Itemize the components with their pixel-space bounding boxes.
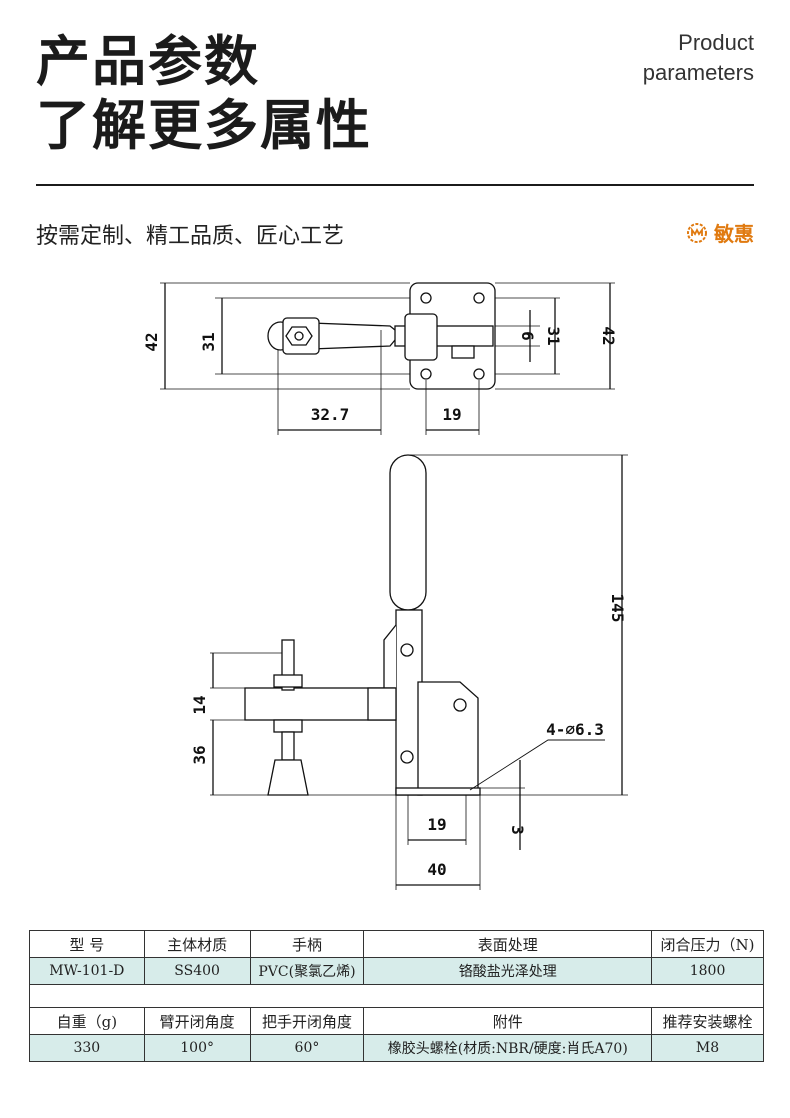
tagline: 按需定制、精工品质、匠心工艺 (36, 224, 345, 249)
dim-top-base-width: 19 (442, 405, 461, 424)
dim-top-left-height: 42 (142, 332, 161, 351)
header-accessory: 附件 (363, 1007, 653, 1035)
value-surface: 铬酸盐光泽处理 (363, 957, 653, 985)
header-surface: 表面处理 (363, 930, 653, 958)
table-row: MW-101-D SS400 PVC(聚氯乙烯) 铬酸盐光泽处理 1800 (29, 957, 764, 985)
value-handle-angle: 60° (249, 1034, 365, 1062)
header-material: 主体材质 (143, 930, 251, 958)
brand-logo-icon (687, 222, 707, 243)
value-model: MW-101-D (29, 957, 145, 985)
dim-top-slot: 6 (518, 331, 537, 341)
dim-top-right-inner: 31 (544, 326, 563, 345)
dim-base-inner-width: 19 (427, 815, 446, 834)
table-spacer-row (29, 984, 764, 1008)
side-view (210, 454, 628, 890)
side-view-dimension-labels: 145 14 36 4-⌀6.3 19 3 40 (190, 594, 627, 879)
value-arm-angle: 100° (143, 1034, 251, 1062)
header-weight: 自重（g) (29, 1007, 145, 1035)
page-title-line1: 产品参数 (36, 30, 260, 93)
dim-top-right-height: 42 (599, 326, 618, 345)
dim-top-inner-height: 31 (199, 332, 218, 351)
page-title-line2: 了解更多属性 (36, 94, 372, 157)
table-row: 型 号 主体材质 手柄 表面处理 闭合压力（N) (29, 930, 764, 958)
english-subtitle-line2: parameters (642, 60, 754, 85)
header-arm-angle: 臂开闭角度 (143, 1007, 251, 1035)
top-view-dimension-labels: 42 31 6 31 42 32.7 19 (142, 326, 618, 424)
header-handle-angle: 把手开闭角度 (249, 1007, 365, 1035)
value-bolt: M8 (651, 1034, 764, 1062)
english-subtitle: Product parameters (643, 28, 754, 88)
brand: 敏惠 (686, 218, 754, 247)
dim-holes: 4-⌀6.3 (546, 720, 604, 739)
value-accessory: 橡胶头螺栓(材质:NBR/硬度:肖氏A70) (363, 1034, 653, 1062)
value-weight: 330 (29, 1034, 145, 1062)
brand-name: 敏惠 (714, 222, 754, 246)
dim-total-height: 145 (608, 594, 627, 623)
specs-table: 型 号 主体材质 手柄 表面处理 闭合压力（N) MW-101-D SS400 … (29, 930, 764, 1062)
top-view (160, 282, 615, 435)
value-material: SS400 (143, 957, 251, 985)
table-row: 自重（g) 臂开闭角度 把手开闭角度 附件 推荐安装螺栓 (29, 1007, 764, 1035)
dim-spindle-height: 14 (190, 695, 209, 714)
dim-base-thickness: 3 (508, 825, 527, 835)
value-handle: PVC(聚氯乙烯) (249, 957, 365, 985)
dim-base-width: 40 (427, 860, 446, 879)
header-divider (36, 184, 754, 186)
technical-drawing: 42 31 6 31 42 32.7 19 (142, 282, 628, 890)
header-bolt: 推荐安装螺栓 (651, 1007, 764, 1035)
title-block: 产品参数 了解更多属性 (36, 30, 372, 158)
header-model: 型 号 (29, 930, 145, 958)
header-clamping-force: 闭合压力（N) (651, 930, 764, 958)
dim-top-arm-length: 32.7 (311, 405, 350, 424)
table-row: 330 100° 60° 橡胶头螺栓(材质:NBR/硬度:肖氏A70) M8 (29, 1034, 764, 1062)
header-handle: 手柄 (249, 930, 365, 958)
dim-arm-height: 36 (190, 745, 209, 764)
english-subtitle-line1: Product (678, 30, 754, 55)
value-clamping-force: 1800 (651, 957, 764, 985)
